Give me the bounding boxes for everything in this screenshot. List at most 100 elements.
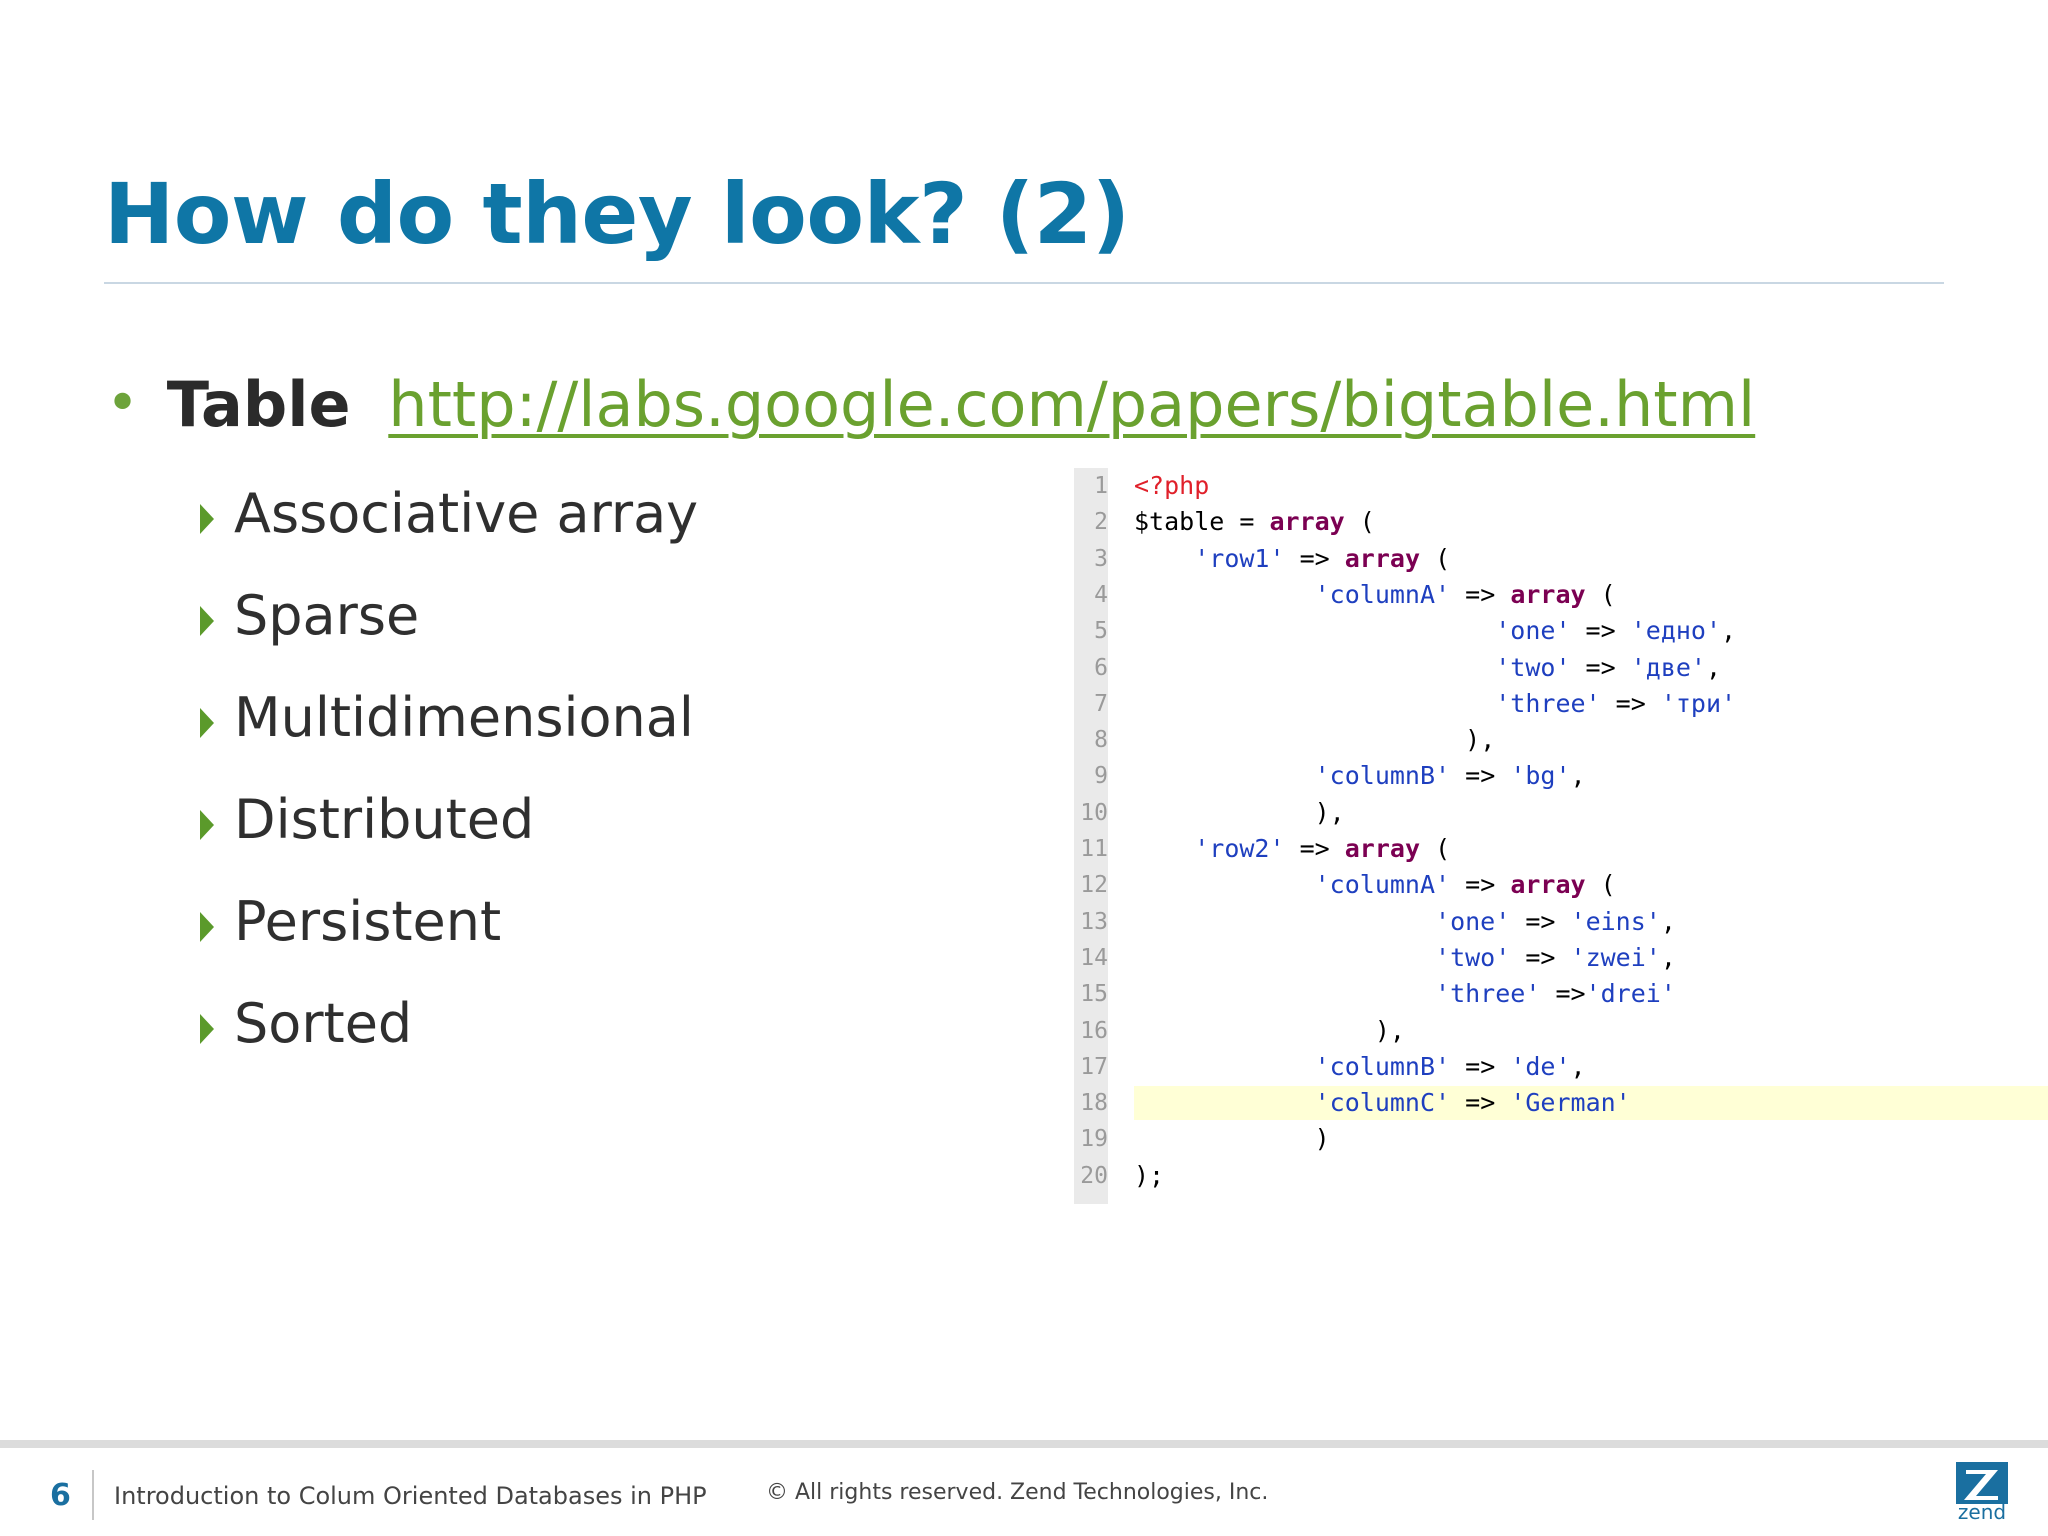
code-token: 'two' [1435, 942, 1511, 972]
code-token: = [1224, 507, 1270, 537]
code-text: 'one' => 'едно', [1134, 613, 1736, 649]
line-number: 19 [1080, 1126, 1108, 1153]
code-text: 'three' =>'drei' [1134, 976, 1676, 1012]
code-token: 'едно' [1630, 616, 1722, 646]
code-token: array [1269, 507, 1345, 537]
code-token: 'columnA' [1314, 870, 1451, 900]
code-line: 14 'two' => 'zwei', [1074, 940, 2048, 976]
line-number-gutter [1074, 468, 1108, 1204]
code-text: ), [1134, 795, 1345, 831]
code-line: 5 'one' => 'едно', [1074, 613, 2048, 649]
zend-logo-icon [1956, 1462, 2008, 1504]
line-number: 16 [1080, 1017, 1108, 1044]
line-number: 15 [1080, 981, 1108, 1008]
line-number: 2 [1094, 509, 1108, 536]
code-token: => [1450, 1088, 1511, 1118]
code-text: 'row1' => array ( [1134, 541, 1450, 577]
code-token: 'row2' [1194, 834, 1285, 863]
code-token: , [1570, 761, 1586, 791]
code-line: 9 'columnB' => 'bg', [1074, 758, 2048, 794]
code-line: 17 'columnB' => 'de', [1074, 1049, 2048, 1085]
code-token: 'columnA' [1314, 579, 1451, 609]
code-token: => [1450, 870, 1511, 900]
code-token: 'one' [1495, 616, 1571, 646]
footer-divider [92, 1470, 94, 1520]
bigtable-paper-link[interactable]: http://labs.google.com/papers/bigtable.h… [388, 368, 1756, 441]
code-line: 19 ) [1074, 1121, 2048, 1157]
copyright-notice: © All rights reserved. Zend Technologies… [766, 1480, 1269, 1505]
sub-bullet-item: Associative array [200, 484, 698, 586]
code-line: 15 'three' =>'drei' [1074, 976, 2048, 1012]
line-number: 17 [1080, 1053, 1108, 1080]
code-token: array [1344, 543, 1421, 573]
code-text: 'row2' => array ( [1134, 831, 1450, 867]
current-line-highlight [1134, 1086, 2048, 1121]
code-token: array [1510, 579, 1586, 609]
code-text: 'columnA' => array ( [1134, 867, 1616, 903]
main-bullet: • Table http://labs.google.com/papers/bi… [106, 374, 1755, 436]
code-token: 'две' [1630, 652, 1706, 682]
code-text: $table = array ( [1134, 504, 1375, 540]
code-token: 'eins' [1570, 906, 1661, 936]
sub-bullet-text: Associative array [234, 482, 699, 545]
code-line: 10 ), [1074, 795, 2048, 831]
code-token: 'columnC' [1314, 1088, 1451, 1118]
code-token: 'three' [1435, 979, 1541, 1009]
code-token: <?php [1134, 471, 1210, 500]
sub-bullet-item: Sorted [200, 994, 698, 1096]
code-token: => [1510, 942, 1571, 972]
code-token: $table [1134, 507, 1225, 537]
line-number: 10 [1080, 799, 1108, 826]
code-token: ), [1374, 1015, 1405, 1045]
line-number: 12 [1080, 872, 1108, 899]
code-line: 20); [1074, 1158, 2048, 1194]
bullet-label: Table [166, 368, 351, 441]
title-divider [104, 282, 1944, 284]
code-text: <?php [1134, 468, 1209, 504]
code-text: 'columnC' => 'German' [1134, 1085, 1631, 1121]
code-line: 1<?php [1074, 468, 2048, 504]
code-token: , [1660, 906, 1676, 936]
code-token: 'German' [1510, 1088, 1631, 1118]
sub-bullet-item: Persistent [200, 892, 698, 994]
course-title: Introduction to Colum Oriented Databases… [114, 1482, 707, 1510]
line-number: 3 [1094, 545, 1108, 572]
code-text: ); [1134, 1158, 1164, 1194]
code-token: ( [1585, 579, 1616, 609]
line-number: 6 [1094, 654, 1108, 681]
code-token: , [1721, 616, 1737, 646]
code-token: => [1510, 906, 1571, 936]
code-token: 'zwei' [1570, 942, 1661, 972]
line-number: 13 [1080, 908, 1108, 935]
sub-bullet-text: Sparse [234, 584, 420, 647]
line-number: 7 [1094, 690, 1108, 717]
code-text: ) [1134, 1121, 1330, 1157]
code-token: 'row1' [1194, 543, 1285, 573]
code-token: => [1540, 979, 1586, 1009]
code-token: 'три' [1660, 688, 1737, 718]
code-text: 'columnA' => array ( [1134, 577, 1616, 613]
code-line: 3 'row1' => array ( [1074, 541, 2048, 577]
code-token: 'three' [1495, 688, 1601, 718]
code-token: => [1600, 688, 1661, 718]
code-text: ), [1134, 1013, 1405, 1049]
code-line: 16 ), [1074, 1013, 2048, 1049]
code-token: => [1450, 579, 1511, 609]
code-token: => [1284, 834, 1345, 863]
sub-bullet-item: Sparse [200, 586, 698, 688]
line-number: 5 [1094, 618, 1108, 645]
sub-bullet-text: Persistent [234, 890, 502, 953]
code-token: , [1660, 942, 1676, 972]
code-token: 'columnB' [1314, 1051, 1451, 1081]
page-number: 6 [50, 1478, 71, 1513]
code-token: ( [1420, 834, 1451, 863]
code-token: => [1570, 652, 1631, 682]
code-token: array [1510, 870, 1586, 900]
sub-bullet-text: Multidimensional [234, 686, 694, 749]
code-token: ) [1314, 1124, 1330, 1154]
code-token: ( [1585, 870, 1616, 900]
triangle-bullet-icon [200, 708, 214, 738]
triangle-bullet-icon [200, 606, 214, 636]
code-line: 12 'columnA' => array ( [1074, 867, 2048, 903]
